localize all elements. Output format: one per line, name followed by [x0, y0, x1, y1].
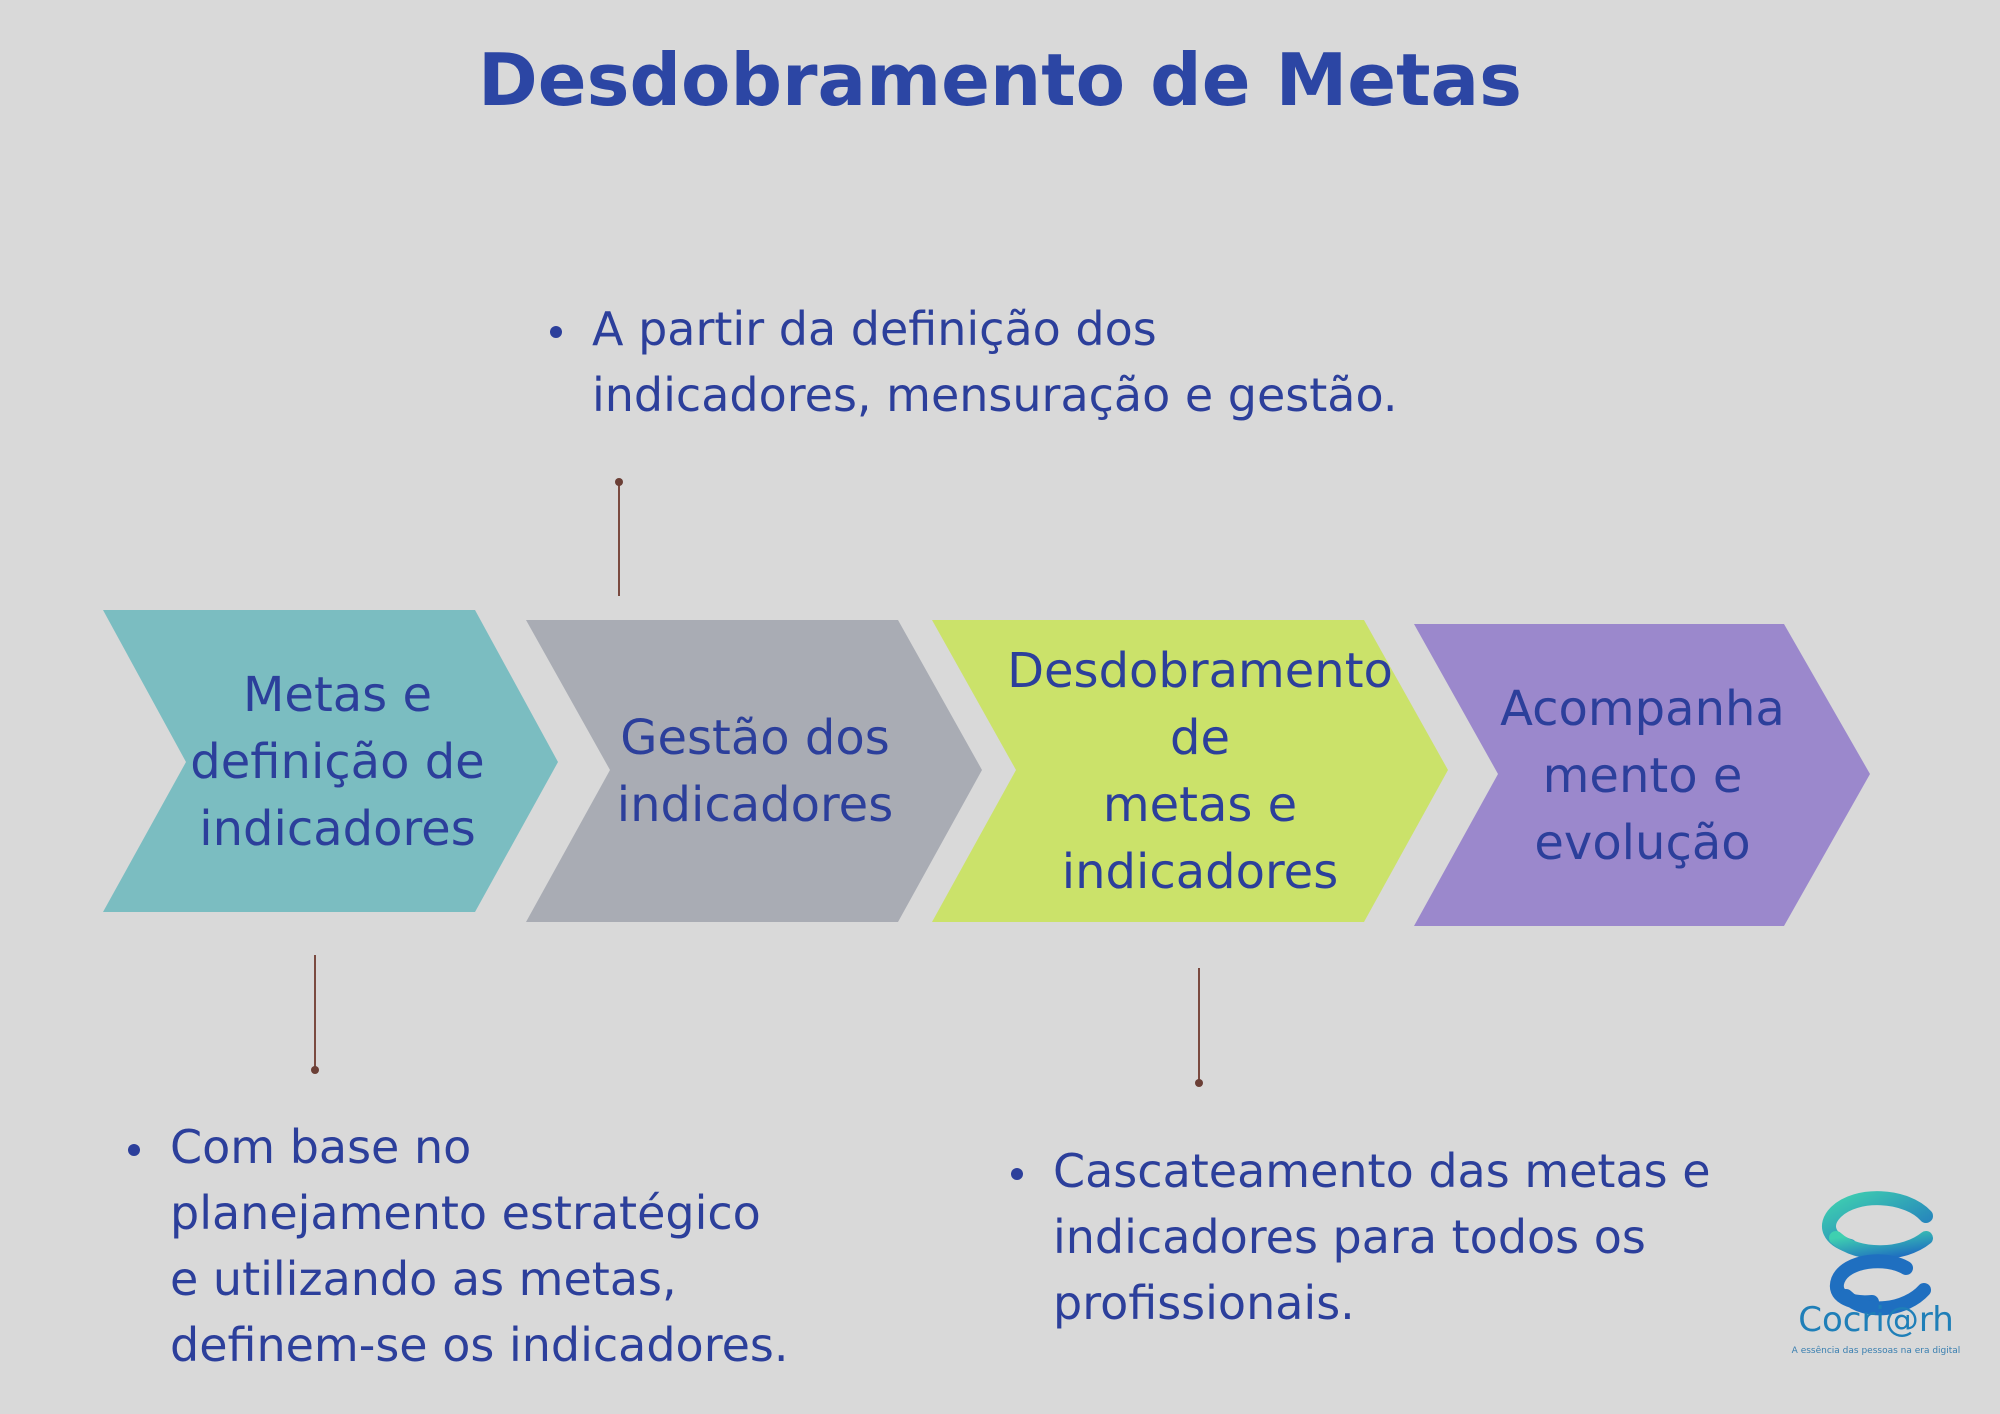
step-2-label: Gestão dos indicadores — [616, 710, 894, 833]
note-bottom-right: Cascateamento das metas e indicadores pa… — [1007, 1138, 1711, 1336]
note-bottom-left-text: Com base no planejamento estratégico e u… — [124, 1114, 788, 1378]
note-bottom-right-text: Cascateamento das metas e indicadores pa… — [1007, 1138, 1711, 1336]
connector-bottom-left — [314, 955, 316, 1069]
note-top-text: A partir da definição dos indicadores, m… — [546, 296, 1397, 428]
step-3-chevron — [932, 620, 1448, 922]
step-1-label: Metas e definição de indicadores — [190, 666, 485, 857]
logo-wordmark: Cocri@rh — [1798, 1300, 1954, 1340]
note-bottom-left: Com base no planejamento estratégico e u… — [124, 1114, 788, 1378]
connector-top-dot — [615, 478, 623, 486]
connector-bottom-left-dot — [311, 1066, 319, 1074]
cocriarh-logo-icon — [1822, 1191, 1933, 1316]
connector-bottom-right-dot — [1195, 1079, 1203, 1087]
connector-top — [618, 482, 620, 596]
note-top: A partir da definição dos indicadores, m… — [546, 296, 1397, 428]
connector-bottom-right — [1198, 968, 1200, 1082]
step-3-label: Desdobramento de metas e indicadores — [1007, 643, 1393, 900]
step-2-chevron — [526, 620, 982, 922]
step-4-label: Acompanha mento e evolução — [1500, 680, 1785, 871]
logo-tagline: A essência das pessoas na era digital — [1791, 1346, 1961, 1356]
step-1-chevron — [103, 610, 558, 912]
page-title: Desdobramento de Metas — [478, 38, 1522, 122]
step-4-chevron — [1414, 624, 1870, 926]
